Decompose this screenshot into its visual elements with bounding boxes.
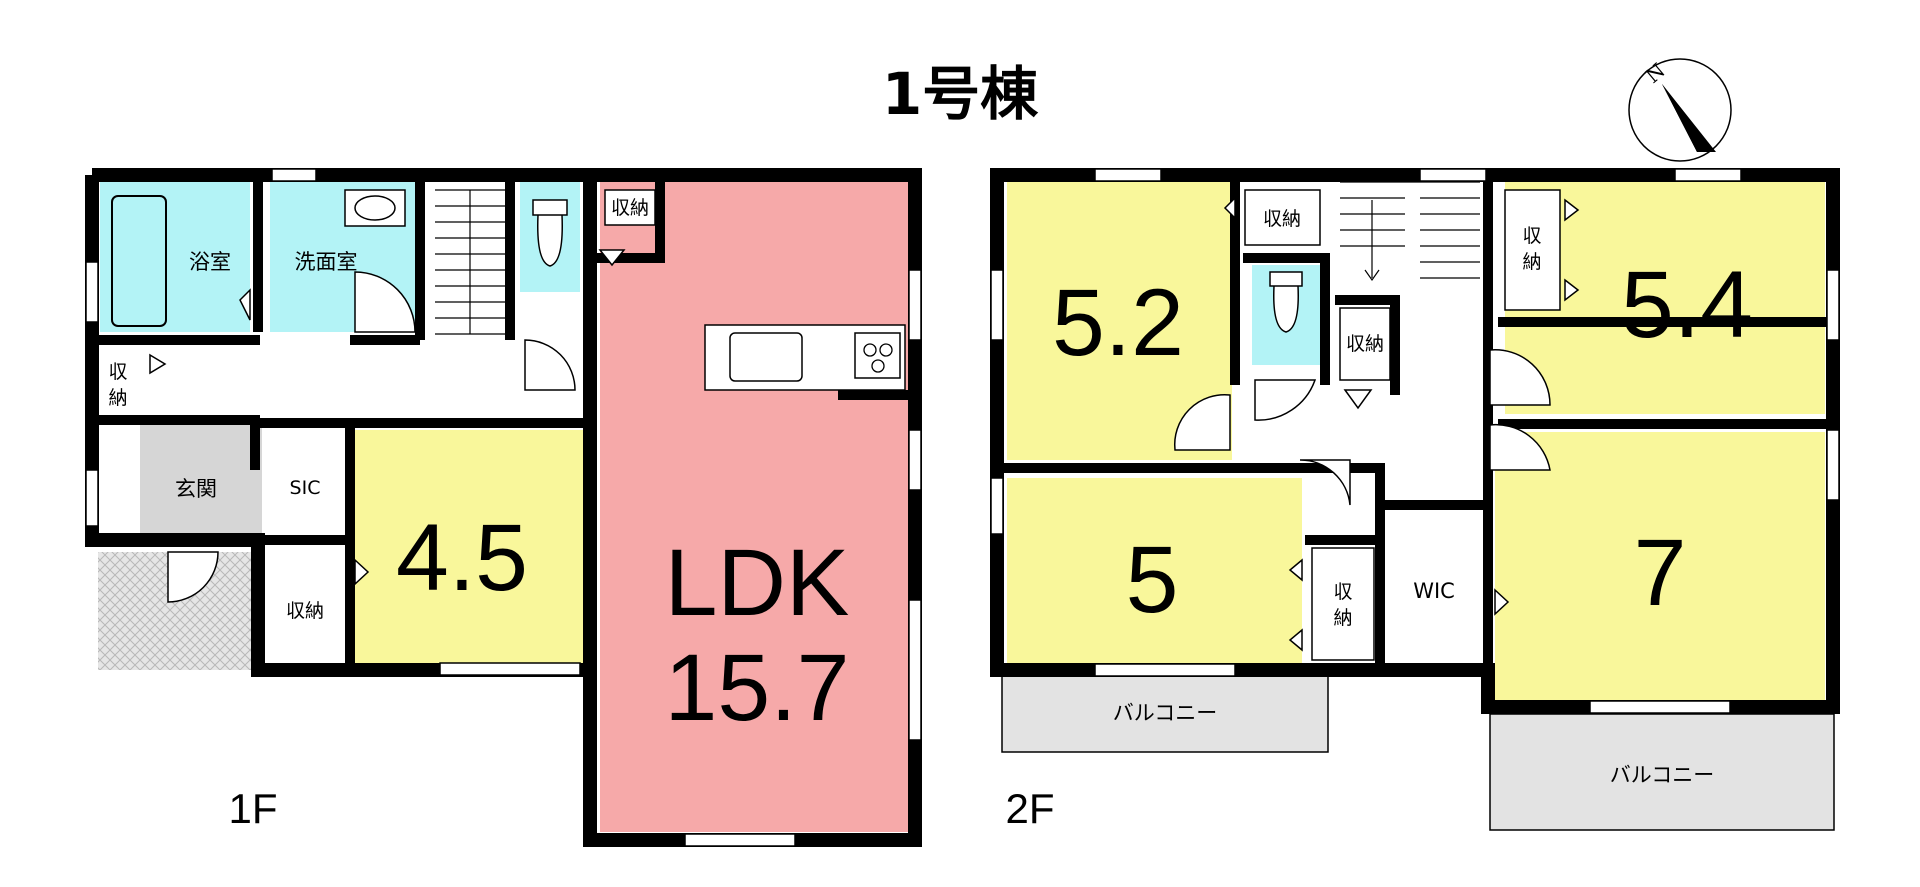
bath-label: 浴室 (189, 250, 231, 274)
wic-area (1385, 512, 1483, 662)
balcony-left (1001, 673, 1329, 753)
room-7-size: 7 (1634, 520, 1687, 626)
ldk-name: LDK (665, 530, 850, 636)
plan-title: 1号棟 (882, 60, 1039, 128)
storage-label-2f-d-top: 収 (1333, 581, 1352, 603)
room-5-area (1007, 478, 1302, 663)
stairs-2f (1340, 181, 1480, 282)
room-54-size: 5.4 (1621, 252, 1753, 358)
toilet-icon-2f (1269, 271, 1303, 333)
room-52-size: 5.2 (1052, 270, 1184, 376)
wic-label: WIC (1413, 579, 1455, 603)
toilet-icon (532, 199, 568, 267)
storage-label-2f-c-bot: 納 (1522, 251, 1541, 273)
stove-icon (863, 343, 877, 357)
sink-icon (354, 195, 396, 221)
balcony-right (1489, 713, 1835, 831)
entrance-label: 玄関 (175, 477, 217, 501)
room-45-size: 4.5 (396, 505, 528, 611)
entrance-area (140, 423, 262, 533)
room-5-size: 5 (1126, 527, 1179, 633)
storage-label-1f-top: 収納 (611, 197, 649, 219)
sic-label: SIC (290, 477, 321, 499)
floor-2: 5.2 収納 収納 収 納 5.4 5 収 納 WIC 7 バルコニー バルコニ… (990, 168, 1840, 832)
storage-label-2f-d-bot: 納 (1333, 607, 1352, 629)
balcony-right-label: バルコニー (1610, 763, 1715, 787)
bathtub (111, 195, 167, 327)
storage-label-1f-bottom: 収納 (286, 600, 324, 622)
storage-label-2f-a: 収納 (1263, 208, 1301, 230)
room-45-area (355, 430, 585, 663)
ldk-area (600, 182, 910, 832)
floor-1-label: 1F (228, 785, 277, 832)
room-7-area (1495, 432, 1825, 700)
storage-label-1f-left-top: 収 (108, 361, 127, 383)
compass-icon: N (1628, 58, 1732, 162)
washroom-label: 洗面室 (295, 250, 358, 274)
storage-label-2f-b: 収納 (1346, 333, 1384, 355)
balcony-left-label: バルコニー (1113, 701, 1218, 725)
stairs-1f (435, 189, 505, 335)
ldk-size: 15.7 (665, 635, 850, 741)
storage-label-2f-c-top: 収 (1522, 225, 1541, 247)
floor-1: 浴室 洗面室 収納 収 納 玄関 SIC 収納 4.5 LDK 15.7 1F (85, 168, 922, 847)
storage-label-1f-left-bot: 納 (108, 387, 127, 409)
floor-2-label: 2F (1005, 785, 1054, 832)
